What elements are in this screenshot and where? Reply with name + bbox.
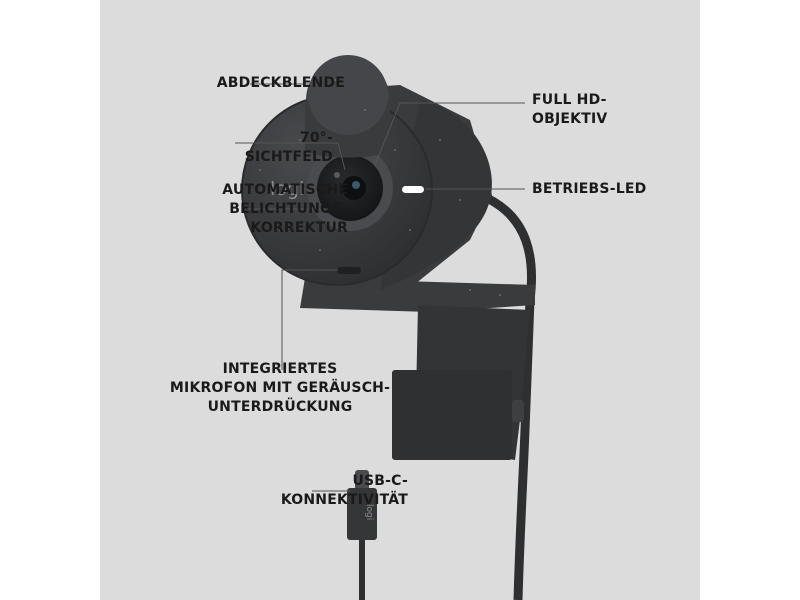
product-photo-panel: logi logi — [100, 0, 700, 600]
status-led — [402, 186, 424, 193]
callout-exposure: AUTOMATISCHE BELICHTUNGS- KORREKTUR — [222, 182, 348, 236]
callout-led: BETRIEBS-LED — [532, 181, 647, 197]
usb-c-connector: logi — [347, 470, 377, 600]
callout-lens: FULL HD- OBJEKTIV — [532, 92, 608, 127]
webcam-illustration: logi logi — [235, 55, 537, 600]
brand-logo: logi — [270, 178, 304, 200]
callout-microphone: INTEGRIERTES MIKROFON MIT GERÄUSCH- UNTE… — [169, 361, 391, 415]
cable — [478, 190, 537, 600]
speckle-texture — [259, 79, 501, 296]
callout-fov: 70°- SICHTFELD — [244, 130, 333, 165]
callout-cover: ABDECKBLENDE — [216, 75, 345, 91]
callout-lines — [235, 83, 525, 492]
mount-clip — [300, 278, 535, 460]
callout-usb: USB-C- KONNEKTIVITÄT — [280, 473, 408, 508]
connector-logo: logi — [364, 504, 374, 520]
microphone-slot — [337, 267, 361, 274]
